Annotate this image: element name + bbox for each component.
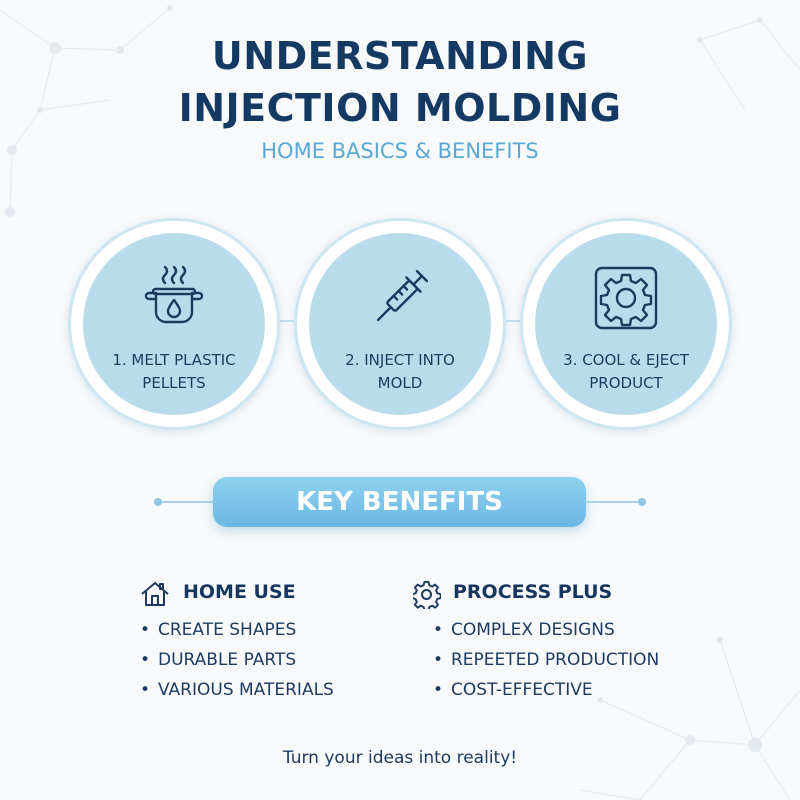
- home-use-section: HOME USE •CREATE SHAPES •DURABLE PARTS •…: [140, 581, 334, 700]
- step-inject: 2. INJECT INTO MOLD: [294, 218, 506, 430]
- step-melt: 1. MELT PLASTIC PELLETS: [68, 218, 280, 430]
- step-label-line-2: PELLETS: [142, 374, 206, 392]
- footer-tagline: Turn your ideas into reality!: [282, 748, 518, 768]
- key-benefits-banner: KEY BENEFITS: [213, 477, 586, 527]
- step-label-line-1: 3. COOL & EJECT: [563, 351, 689, 369]
- title-line-2: INJECTION MOLDING: [178, 86, 622, 130]
- step-label-line-1: 1. MELT PLASTIC: [112, 351, 236, 369]
- cooking-pot-icon: [144, 265, 204, 324]
- page-title: UNDERSTANDING INJECTION MOLDING: [0, 30, 800, 134]
- divider-dot: [638, 498, 646, 506]
- divider-line: [162, 501, 213, 503]
- step-label-line-2: PRODUCT: [589, 374, 663, 392]
- divider-dot: [154, 498, 162, 506]
- house-icon: [141, 582, 169, 606]
- process-steps: 1. MELT PLASTIC PELLETS 2. INJECT: [0, 210, 800, 440]
- step-connector: [498, 320, 534, 322]
- process-plus-section: PROCESS PLUS •COMPLEX DESIGNS •REPEETED …: [413, 578, 673, 700]
- gear-icon: [413, 581, 441, 609]
- step-connector: [272, 320, 308, 322]
- title-line-1: UNDERSTANDING: [211, 34, 589, 78]
- syringe-icon: [376, 269, 429, 322]
- step-label-line-1: 2. INJECT INTO: [345, 351, 455, 369]
- gear-icon: [594, 266, 658, 330]
- divider-line: [586, 501, 638, 503]
- step-label-line-2: MOLD: [377, 374, 423, 392]
- process-plus-title: PROCESS PLUS: [453, 581, 613, 603]
- step-cool-eject: 3. COOL & EJECT PRODUCT: [520, 218, 732, 430]
- page-subtitle: HOME BASICS & BENEFITS: [261, 139, 539, 163]
- home-use-title: HOME USE: [183, 581, 296, 603]
